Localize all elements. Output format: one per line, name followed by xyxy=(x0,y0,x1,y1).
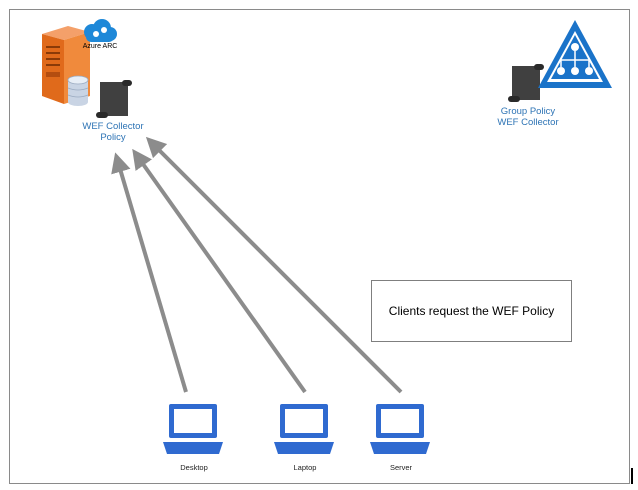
laptop-icon-laptop xyxy=(274,404,334,454)
corner-mark xyxy=(631,468,633,484)
azure-arc-label: Azure ARC xyxy=(82,43,118,50)
group-policy-label: Group Policy WEF Collector xyxy=(492,106,564,128)
wef-collector-line1: WEF Collector xyxy=(82,121,144,132)
note-box: Clients request the WEF Policy xyxy=(371,280,572,342)
database-icon xyxy=(67,75,89,106)
arrow-laptop xyxy=(132,148,307,394)
arrows xyxy=(111,136,403,394)
azure-cloud-icon xyxy=(84,19,117,42)
laptop-icon-desktop xyxy=(163,404,223,454)
group-policy-icon xyxy=(538,20,612,88)
scroll-policy-icon-gp xyxy=(508,64,544,102)
note-text: Clients request the WEF Policy xyxy=(388,304,555,318)
device-label-server: Server xyxy=(389,463,413,472)
group-policy-line2: WEF Collector xyxy=(497,117,559,128)
device-label-laptop: Laptop xyxy=(293,463,317,472)
arrow-server xyxy=(145,136,403,394)
laptop-icon-server xyxy=(370,404,430,454)
arrow-desktop xyxy=(111,152,188,393)
wef-collector-line2: Policy xyxy=(100,132,126,143)
scroll-policy-icon xyxy=(96,80,132,118)
group-policy-line1: Group Policy xyxy=(500,106,556,117)
device-label-desktop: Desktop xyxy=(180,463,208,472)
wef-collector-policy-label: WEF Collector Policy xyxy=(80,121,146,143)
